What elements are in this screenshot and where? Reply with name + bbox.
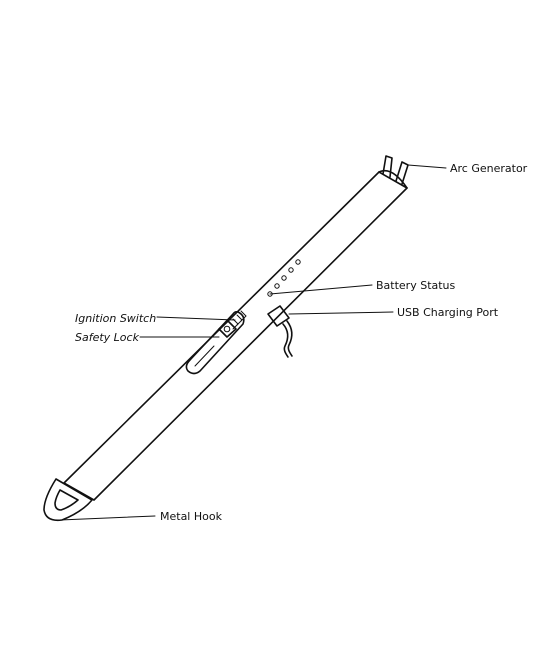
- usb-cable: [282, 323, 289, 358]
- tube-outline: [63, 171, 408, 501]
- label-battery-status: Battery Status: [376, 279, 456, 292]
- arc-generator-prongs: [382, 155, 409, 185]
- battery-dot-1: [295, 259, 301, 265]
- battery-dot-3: [281, 275, 287, 281]
- battery-dot-4: [274, 283, 280, 289]
- leader-ignition-switch: [156, 316, 236, 321]
- leader-battery-status: [269, 284, 373, 295]
- lock-icon: [223, 325, 231, 333]
- label-usb-charging-port: USB Charging Port: [397, 306, 499, 319]
- usb-port: [267, 305, 293, 358]
- leader-arc-generator: [407, 164, 447, 169]
- switch-track-inner: [194, 345, 215, 367]
- label-metal-hook: Metal Hook: [160, 510, 223, 523]
- switch-assembly: [185, 310, 247, 375]
- ignition-chevron-3: [240, 310, 247, 322]
- usb-cable-outer: [286, 320, 293, 357]
- prong-right: [395, 161, 409, 185]
- leader-usb-port: [288, 311, 394, 315]
- label-safety-lock: Safety Lock: [75, 331, 140, 344]
- top-cap: [378, 169, 408, 189]
- battery-dot-2: [288, 267, 294, 273]
- safety-lock-button: [218, 320, 237, 338]
- metal-hook: [43, 478, 93, 522]
- leader-lines: [59, 164, 447, 521]
- label-ignition-switch: Ignition Switch: [75, 312, 156, 325]
- label-arc-generator: Arc Generator: [450, 162, 528, 175]
- usb-plug: [267, 305, 290, 327]
- switch-slot: [185, 310, 245, 375]
- hook-inner: [54, 489, 79, 511]
- lighter-body: [63, 169, 408, 501]
- prong-left: [382, 155, 393, 178]
- leader-metal-hook: [59, 515, 156, 521]
- hook-outer: [43, 478, 93, 522]
